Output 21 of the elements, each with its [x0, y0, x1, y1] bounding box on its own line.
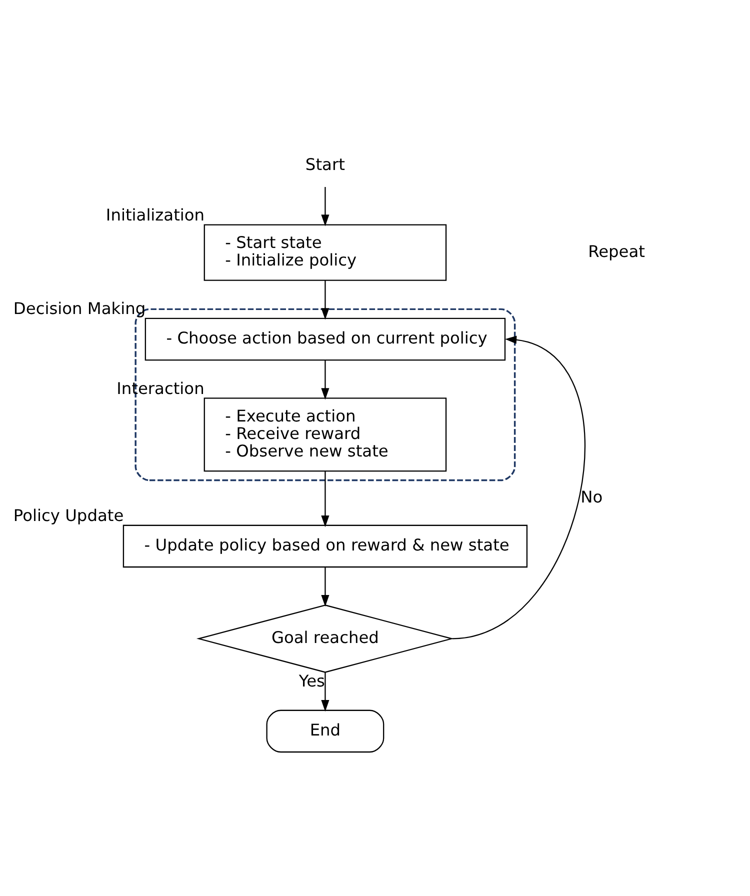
node-label: Initialization	[105, 204, 204, 224]
arrow	[320, 280, 329, 320]
node-diamond: Goal reached	[196, 604, 454, 672]
node-label: Decision Making	[12, 298, 146, 318]
node-box: - Choose action based on current policy	[144, 317, 506, 360]
arrow	[452, 335, 585, 639]
node-label: Interaction	[116, 378, 204, 398]
edge-label: Yes	[298, 671, 324, 690]
node-text: Start	[304, 154, 344, 174]
node-box: - Start state - Initialize policy	[203, 224, 446, 280]
arrow	[320, 470, 329, 527]
node-label: Policy Update	[12, 505, 124, 524]
edge-label: No	[580, 486, 602, 506]
arrow	[320, 186, 329, 226]
node-box: - Execute action - Receive reward - Observe new state	[203, 397, 446, 472]
arrow	[320, 360, 329, 400]
arrow	[320, 672, 329, 712]
arrow	[320, 566, 329, 606]
node-box: End	[266, 709, 384, 752]
label: Repeat	[588, 241, 645, 260]
node-box: - Update policy based on reward & new state	[122, 524, 528, 568]
